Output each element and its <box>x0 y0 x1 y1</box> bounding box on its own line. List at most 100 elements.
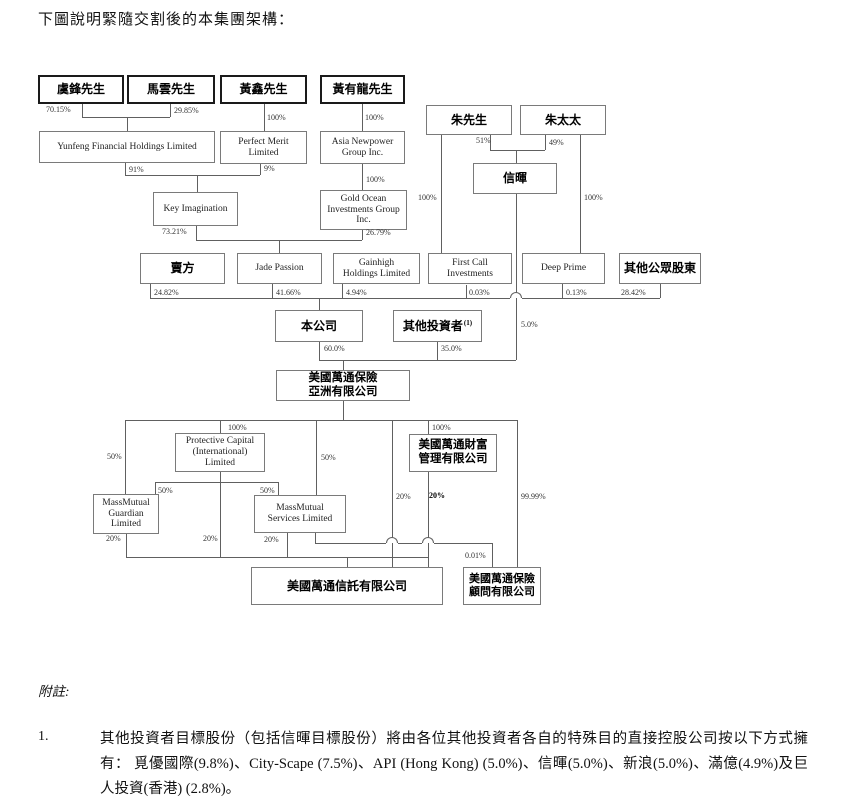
org-box-deep-prime: Deep Prime <box>522 253 605 284</box>
org-box-label: Deep Prime <box>540 263 587 274</box>
org-box-label: Services Limited <box>267 514 333 524</box>
org-box-label: Investments Group <box>327 204 400 215</box>
line-crossing-hop <box>422 537 434 543</box>
connector-line <box>197 175 198 192</box>
connector-line <box>545 135 546 150</box>
connector-line <box>522 298 660 299</box>
ownership-percent-label: 50% <box>107 452 122 461</box>
connector-line <box>342 284 343 298</box>
connector-line <box>492 543 493 567</box>
org-box-label: 美國萬通保險 <box>469 573 535 586</box>
connector-line <box>82 104 83 117</box>
org-box-vendor: 賣方 <box>140 253 225 284</box>
ownership-percent-label: 5.0% <box>521 320 538 329</box>
org-box-label: Gainhigh <box>358 257 395 268</box>
connector-line <box>343 360 344 370</box>
connector-line <box>155 482 156 494</box>
org-box-mm-wealth-mgmt: 美國萬通財富管理有限公司 <box>409 434 497 472</box>
org-box-the-company: 本公司 <box>275 310 363 342</box>
ownership-percent-label: 100% <box>267 113 286 122</box>
org-box-label: 黃鑫先生 <box>239 82 288 97</box>
ownership-percent-label: 100% <box>365 113 384 122</box>
line-crossing-hop <box>510 292 522 298</box>
connector-line <box>196 226 197 240</box>
connector-line <box>362 164 363 190</box>
org-box-label: 亞洲有限公司 <box>308 385 378 398</box>
org-box-label: Key Imagination <box>163 203 228 214</box>
org-box-label: (International) <box>192 447 248 458</box>
ownership-percent-label: 100% <box>366 175 385 184</box>
org-box-mm-trustees: 美國萬通信託有限公司 <box>251 567 443 605</box>
org-box-mr-yu-feng: 虞鋒先生 <box>38 75 124 104</box>
ownership-percent-label: 4.94% <box>346 288 367 297</box>
connector-line <box>126 557 428 558</box>
org-box-label: Yunfeng Financial Holdings Limited <box>57 141 197 152</box>
org-box-label: Inc. <box>356 215 371 226</box>
org-box-label: 信暉 <box>502 171 527 186</box>
org-box-mr-huang-xin: 黃鑫先生 <box>220 75 307 104</box>
org-box-label: MassMutual <box>276 503 324 514</box>
org-box-label: 美國萬通保險 <box>308 371 378 384</box>
org-box-mm-insurance-consultants: 美國萬通保險顧問有限公司 <box>463 567 541 605</box>
connector-line <box>434 543 492 544</box>
connector-line <box>220 482 221 557</box>
connector-line <box>278 482 279 495</box>
connector-line <box>170 104 171 117</box>
ownership-percent-label: 26.79% <box>366 228 391 237</box>
connector-line <box>362 104 363 131</box>
notes-heading: 附註: <box>38 684 70 699</box>
connector-line <box>315 533 316 543</box>
ownership-percent-label: 100% <box>228 423 247 432</box>
ownership-percent-label: 20% <box>429 491 445 500</box>
connector-line <box>347 557 348 567</box>
org-box-yunfeng-financial: Yunfeng Financial Holdings Limited <box>39 131 215 163</box>
org-box-label: 顧問有限公司 <box>469 586 535 598</box>
ownership-percent-label: 20% <box>264 535 279 544</box>
connector-line <box>392 420 393 567</box>
connector-line <box>260 164 261 175</box>
page-title: 下圖說明緊隨交割後的本集團架構： <box>38 12 295 28</box>
connector-line <box>490 150 545 151</box>
note-text: 其他投資者目標股份（包括信暉目標股份）將由各位其他投資者各自的特殊目的直接控股公… <box>100 731 808 797</box>
ownership-percent-label: 28.42% <box>621 288 646 297</box>
org-box-key-imagination: Key Imagination <box>153 192 238 226</box>
ownership-percent-label: 100% <box>418 193 437 202</box>
org-box-label: 美國萬通信託有限公司 <box>286 578 407 593</box>
org-box-label: 馬雲先生 <box>146 82 195 97</box>
org-box-label: 黃有龍先生 <box>332 82 393 97</box>
ownership-percent-label: 20% <box>396 492 411 501</box>
connector-line <box>319 360 516 361</box>
ownership-percent-label: 24.82% <box>154 288 179 297</box>
ownership-percent-label: 41.66% <box>276 288 301 297</box>
org-box-label: Protective Capital <box>185 436 255 447</box>
connector-line <box>150 284 151 298</box>
connector-line <box>517 420 518 567</box>
connector-line <box>272 284 273 298</box>
org-box-label: Limited <box>248 147 279 158</box>
connector-line <box>466 285 467 298</box>
org-box-label: 美國萬通財富 <box>418 439 488 452</box>
ownership-percent-label: 0.03% <box>469 288 490 297</box>
ownership-percent-label: 73.21% <box>162 227 187 236</box>
connector-line <box>362 230 363 240</box>
ownership-percent-label: 91% <box>129 165 144 174</box>
connector-line <box>319 298 320 310</box>
connector-line <box>220 420 221 433</box>
ownership-percent-label: 60.0% <box>324 344 345 353</box>
org-box-mr-ma-yun: 馬雲先生 <box>127 75 215 104</box>
ownership-percent-label: 50% <box>321 453 336 462</box>
connector-line <box>562 284 563 298</box>
connector-line <box>428 420 429 434</box>
connector-line <box>264 104 265 131</box>
org-box-label: 其他投資者(1) <box>402 318 473 333</box>
org-box-other-public-shareholders: 其他公眾股東 <box>619 253 701 284</box>
connector-line <box>516 194 517 360</box>
org-box-label: 管理有限公司 <box>418 453 488 465</box>
connector-line <box>319 342 320 360</box>
org-box-jade-passion: Jade Passion <box>237 253 322 284</box>
